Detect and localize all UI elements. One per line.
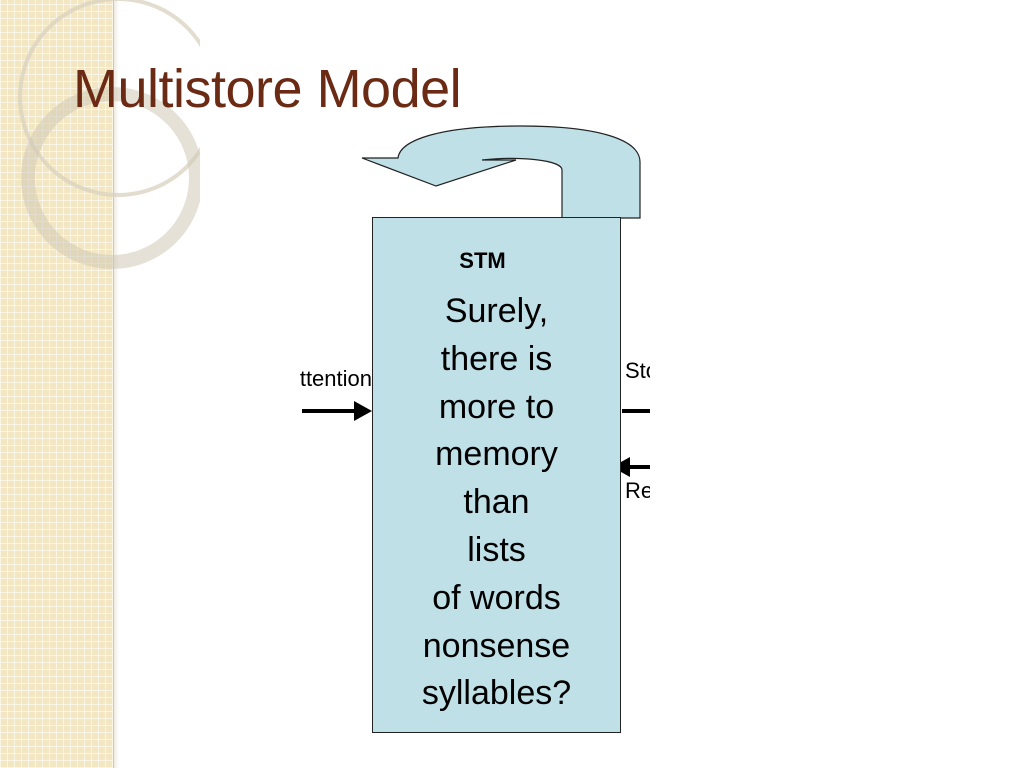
stm-question-line: of words [432, 578, 561, 617]
retrieval-label-clip: Retrieval [623, 476, 650, 510]
retrieval-arrow-icon [612, 457, 650, 477]
storage-label-clip: Storage [623, 356, 650, 390]
stm-question-line: nonsense [422, 626, 571, 665]
stm-question-text: Surely, there is more to memory than lis… [373, 288, 620, 718]
storage-label: Storage [625, 358, 650, 383]
slide-title: Multistore Model [73, 59, 462, 119]
stm-question-line: memory [435, 435, 558, 474]
stm-box: STM Surely, there is more to memory than… [372, 217, 621, 733]
attention-label: Attention [300, 366, 372, 391]
decorative-side-panel [0, 0, 114, 768]
side-panel-shadow [113, 0, 119, 768]
stm-label: STM [459, 248, 506, 273]
attention-label-clip: Attention [300, 364, 372, 398]
stm-question-line: there is [440, 339, 553, 378]
stm-question-line: more to [438, 387, 555, 426]
rehearsal-loop-curved-arrow-icon [361, 125, 641, 219]
stm-question-line: syllables? [421, 674, 572, 713]
stm-question-line: lists [467, 530, 526, 569]
attention-arrow-icon [302, 401, 372, 421]
stm-question-line: Surely, [444, 292, 549, 330]
retrieval-label: Retrieval [625, 478, 650, 503]
stm-question-line: than [463, 483, 530, 522]
decorative-rings-icon [18, 0, 200, 269]
